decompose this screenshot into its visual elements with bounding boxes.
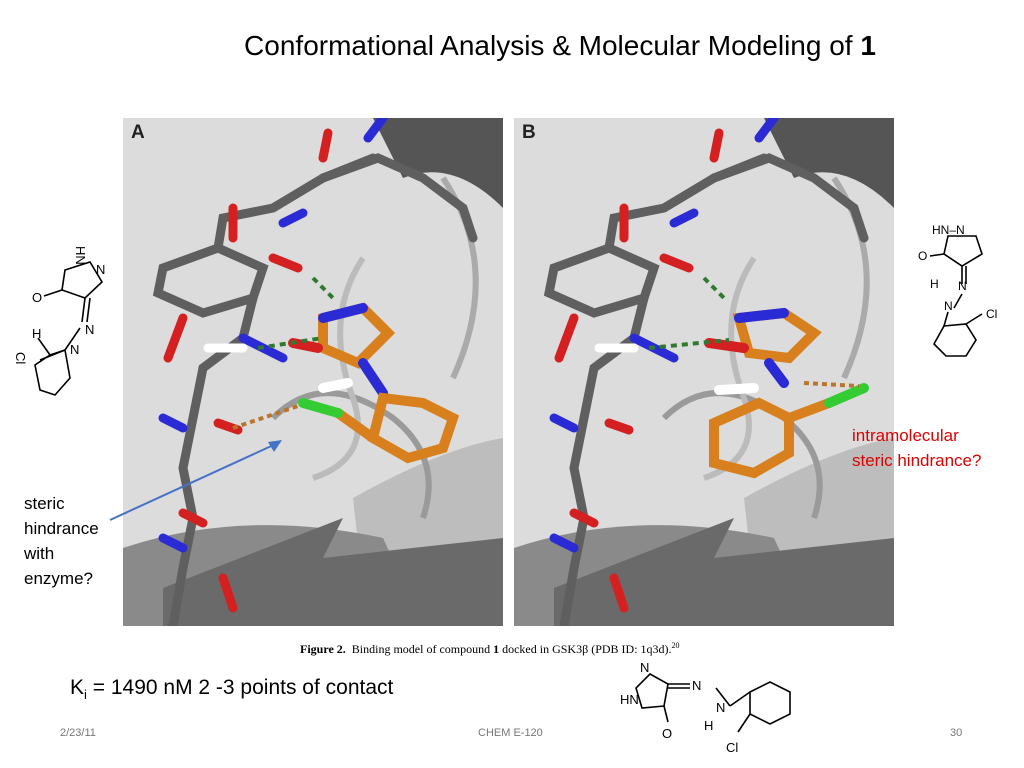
panel-a-label: A	[131, 122, 145, 143]
footer-course: CHEM E-120	[478, 727, 543, 739]
label-o-bottom: O	[662, 726, 672, 741]
right-note: intramolecular steric hindrance?	[852, 426, 982, 470]
label-h-bottom: H	[704, 718, 713, 733]
structure-bottom: N HN O N N H Cl	[620, 660, 791, 755]
left-note: steric hindrance with enzyme?	[24, 494, 99, 588]
ki-text: Ki = 1490 nM 2 -3 points of contact	[70, 676, 394, 703]
label-hn-bottom: HN	[620, 692, 639, 707]
label-o-right: O	[918, 249, 927, 263]
label-n-bottom-ring: N	[640, 660, 649, 675]
slide-title: Conformational Analysis & Molecular Mode…	[244, 30, 876, 61]
label-n-right: N	[958, 279, 967, 293]
docking-image-b	[514, 118, 894, 626]
docking-panel-b: B	[514, 118, 894, 626]
label-h-left: H	[32, 326, 41, 341]
label-h-right: H	[930, 277, 939, 291]
arrow-pointer	[109, 440, 282, 521]
label-hn-n-right: HN–N	[932, 223, 965, 237]
docking-image-a	[123, 118, 503, 626]
label-n-bottom-2: N	[716, 700, 725, 715]
label-o-left: O	[32, 290, 42, 305]
footer-date: 2/23/11	[60, 727, 96, 739]
label-n2-right: N	[944, 299, 953, 313]
footer-page: 30	[950, 727, 963, 739]
label-cl-bottom: Cl	[726, 740, 738, 755]
label-n-low: N	[70, 342, 79, 357]
docking-panel-a: A	[123, 118, 503, 626]
structure-right: HN–N O N H N Cl	[918, 223, 997, 357]
label-n-bottom-1: N	[692, 678, 701, 693]
label-hn-rot: HN	[73, 246, 88, 265]
label-n-top: N	[96, 262, 105, 277]
label-cl-right: Cl	[986, 307, 997, 321]
panel-b-label: B	[522, 122, 536, 143]
label-n-mid: N	[85, 322, 94, 337]
structure-rotated-left: HN N O N N H Cl	[13, 246, 105, 396]
label-cl-left: Cl	[13, 352, 28, 364]
figure-caption: Figure 2. Binding model of compound 1 do…	[300, 641, 680, 656]
